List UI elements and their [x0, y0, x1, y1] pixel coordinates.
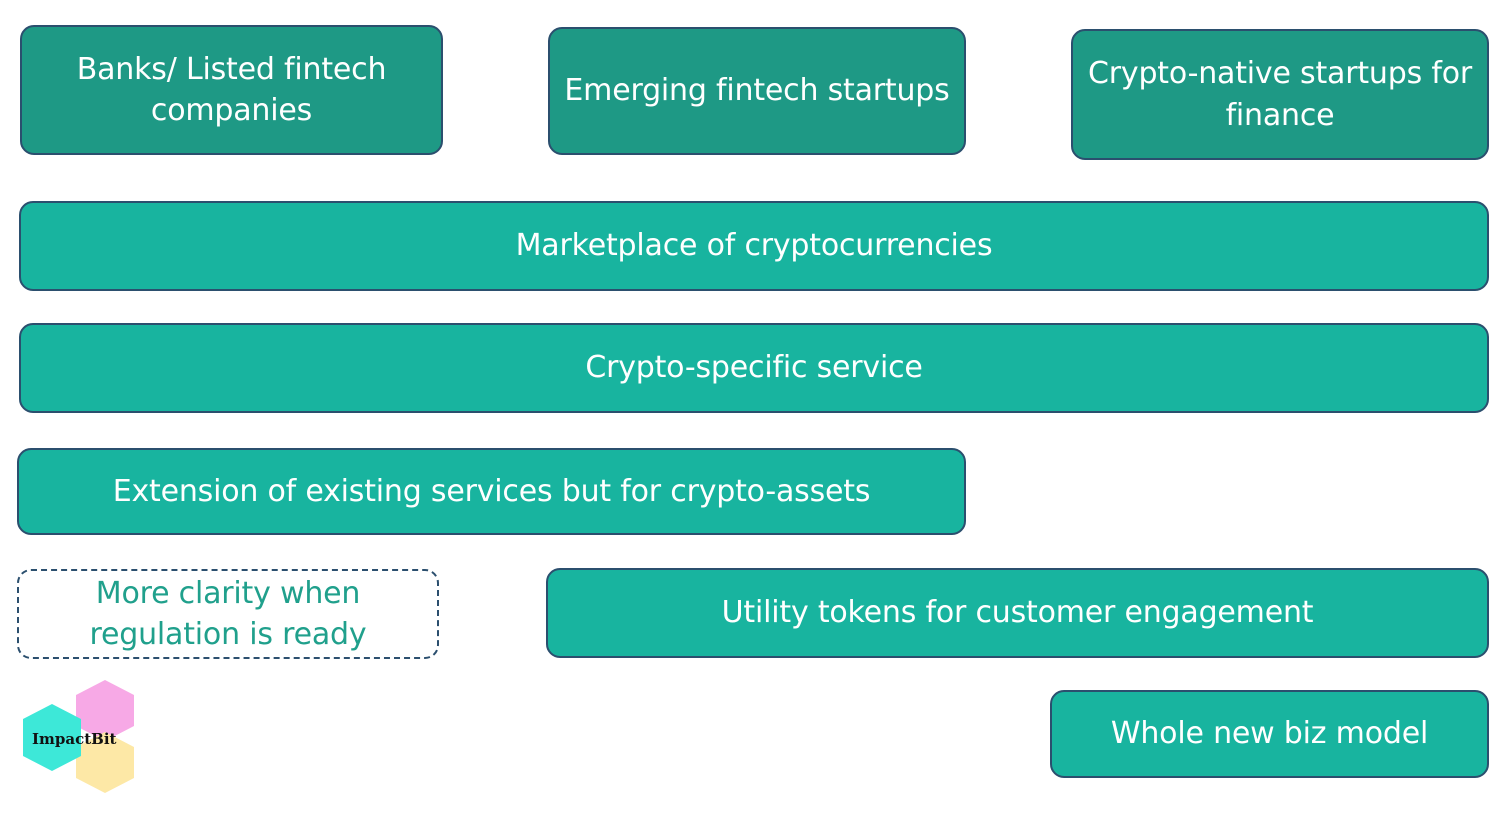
bar-marketplace: Marketplace of cryptocurrencies [19, 201, 1489, 291]
pending-regulation-box: More clarity when regulation is ready [17, 569, 439, 659]
bar-new-biz-model-label: Whole new biz model [1110, 716, 1429, 752]
bar-utility-tokens: Utility tokens for customer engagement [546, 568, 1489, 658]
impactbit-logo [23, 680, 134, 793]
bar-extension-services: Extension of existing services but for c… [17, 448, 966, 535]
pending-line-2: regulation is ready [89, 617, 367, 652]
header-banks-line-1: Banks/ Listed fintech [76, 51, 387, 87]
logo-pink-hexagon [76, 680, 134, 741]
header-banks-fintech: Banks/ Listed fintech companies [20, 25, 443, 155]
bar-crypto-service: Crypto-specific service [19, 323, 1489, 413]
header-crypto-native-line-2: finance [1225, 97, 1335, 133]
logo-text: ImpactBit [32, 730, 117, 748]
pending-line-1: More clarity when [95, 575, 361, 611]
header-banks-line-2: companies [150, 93, 313, 128]
bar-marketplace-label: Marketplace of cryptocurrencies [515, 228, 993, 264]
header-emerging-startups: Emerging fintech startups [548, 27, 966, 155]
logo-yellow-hexagon [76, 732, 134, 793]
bar-crypto-service-label: Crypto-specific service [585, 350, 923, 386]
header-crypto-native: Crypto-native startups for finance [1071, 29, 1489, 160]
bar-extension-label: Extension of existing services but for c… [112, 473, 871, 509]
header-crypto-native-line-1: Crypto-native startups for [1088, 56, 1472, 92]
bar-new-biz-model: Whole new biz model [1050, 690, 1489, 778]
logo-cyan-hexagon [23, 704, 81, 771]
bar-utility-tokens-label: Utility tokens for customer engagement [721, 595, 1314, 631]
header-emerging-label: Emerging fintech startups [564, 73, 950, 109]
